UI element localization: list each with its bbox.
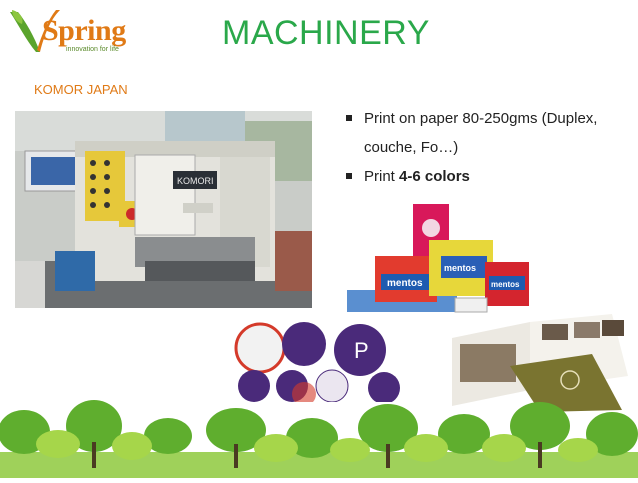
bullet-square-icon: [346, 173, 352, 179]
mentos-label: mentos: [444, 263, 476, 273]
logo-tagline: innovation for life: [66, 46, 119, 53]
machine-photo: KOMORI: [15, 111, 312, 308]
list-item: Print on paper 80-250gms (Duplex, couche…: [344, 104, 634, 162]
komori-brand-label: KOMORI: [177, 176, 214, 186]
page-title: MACHINERY: [222, 14, 430, 52]
logo-wordmark: Spring: [42, 14, 126, 47]
brochure-photo: [452, 314, 632, 412]
bullet-square-icon: [346, 115, 352, 121]
feature-list: Print on paper 80-250gms (Duplex, couche…: [344, 104, 634, 191]
mentos-label: mentos: [387, 278, 423, 289]
section-label: KOMOR JAPAN: [34, 82, 128, 97]
leaf-v-icon: [10, 10, 60, 52]
brochure-circles-photo: P: [234, 320, 408, 402]
packaging-photo: mentos mentos mentos: [345, 198, 535, 316]
bullet-bold: 4-6 colors: [399, 168, 470, 185]
list-item: Print 4-6 colors: [344, 162, 634, 191]
spring-logo: Spring innovation for life: [4, 6, 130, 58]
mentos-label: mentos: [491, 280, 520, 289]
svg-text:P: P: [354, 338, 369, 363]
trees-footer: [0, 398, 638, 478]
bullet-prefix: Print: [364, 168, 400, 185]
bullet-text: Print on paper 80-250gms (Duplex, couche…: [364, 110, 598, 156]
